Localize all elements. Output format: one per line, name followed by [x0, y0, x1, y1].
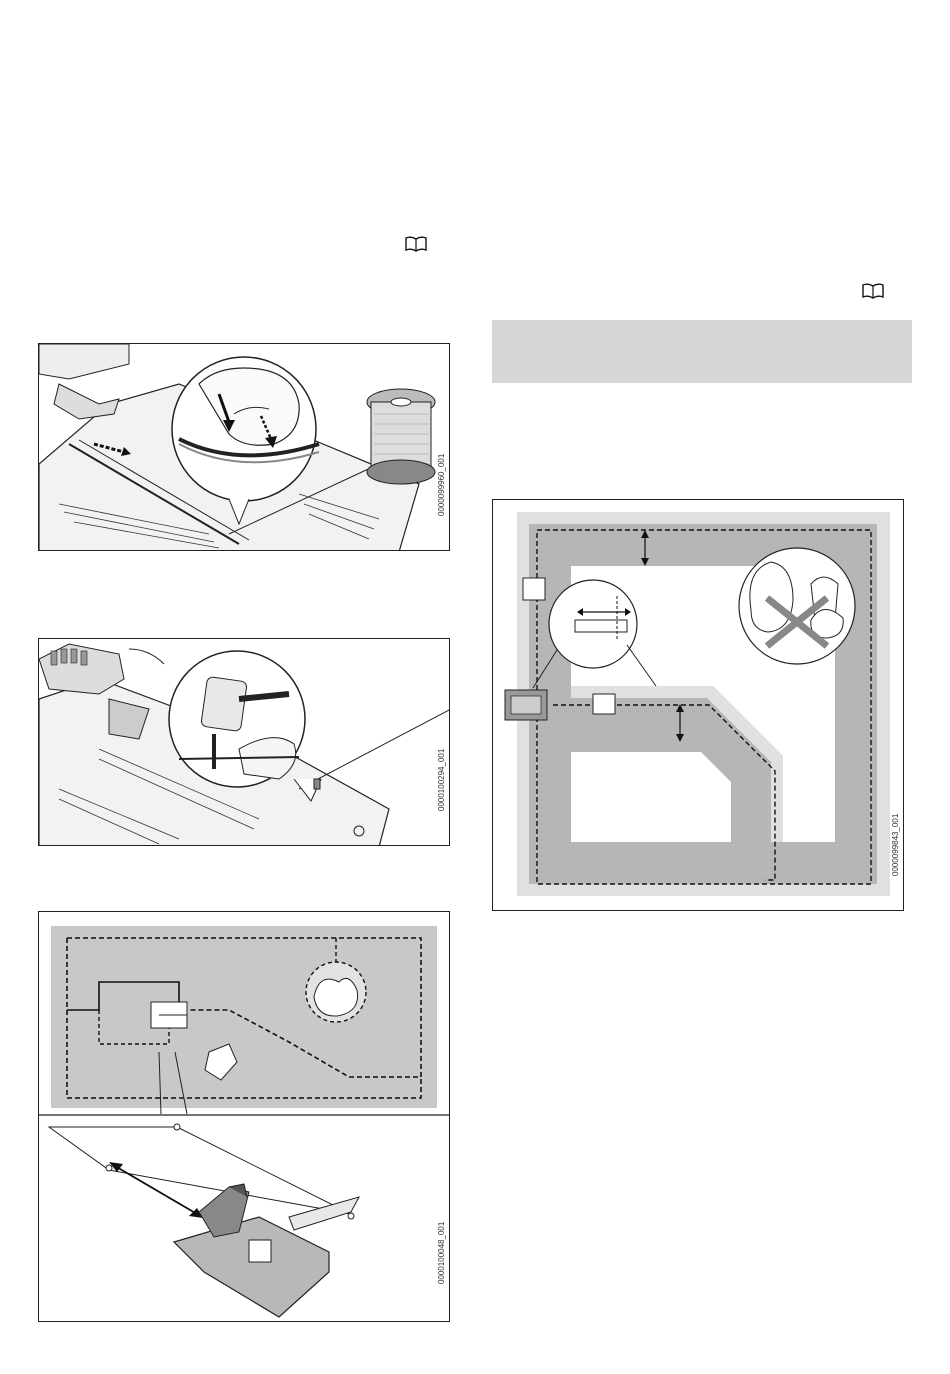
figure-peg-hammering: 0000100294_001	[38, 638, 450, 846]
book-icon	[862, 283, 884, 299]
figure-code: 0000100048_001	[437, 1222, 446, 1284]
figure-code: 0000100294_001	[437, 749, 446, 811]
figure-wire-insertion: 0000099960_001	[38, 343, 450, 551]
notice-box	[492, 320, 912, 383]
book-icon	[405, 236, 427, 252]
figure-code: 0000099960_001	[437, 454, 446, 516]
figure-lawn-layout: 0000100048_001	[38, 911, 450, 1322]
figure-code: 0000099843_001	[891, 814, 900, 876]
figure-lawn-plan: 0000099843_001	[492, 499, 904, 911]
